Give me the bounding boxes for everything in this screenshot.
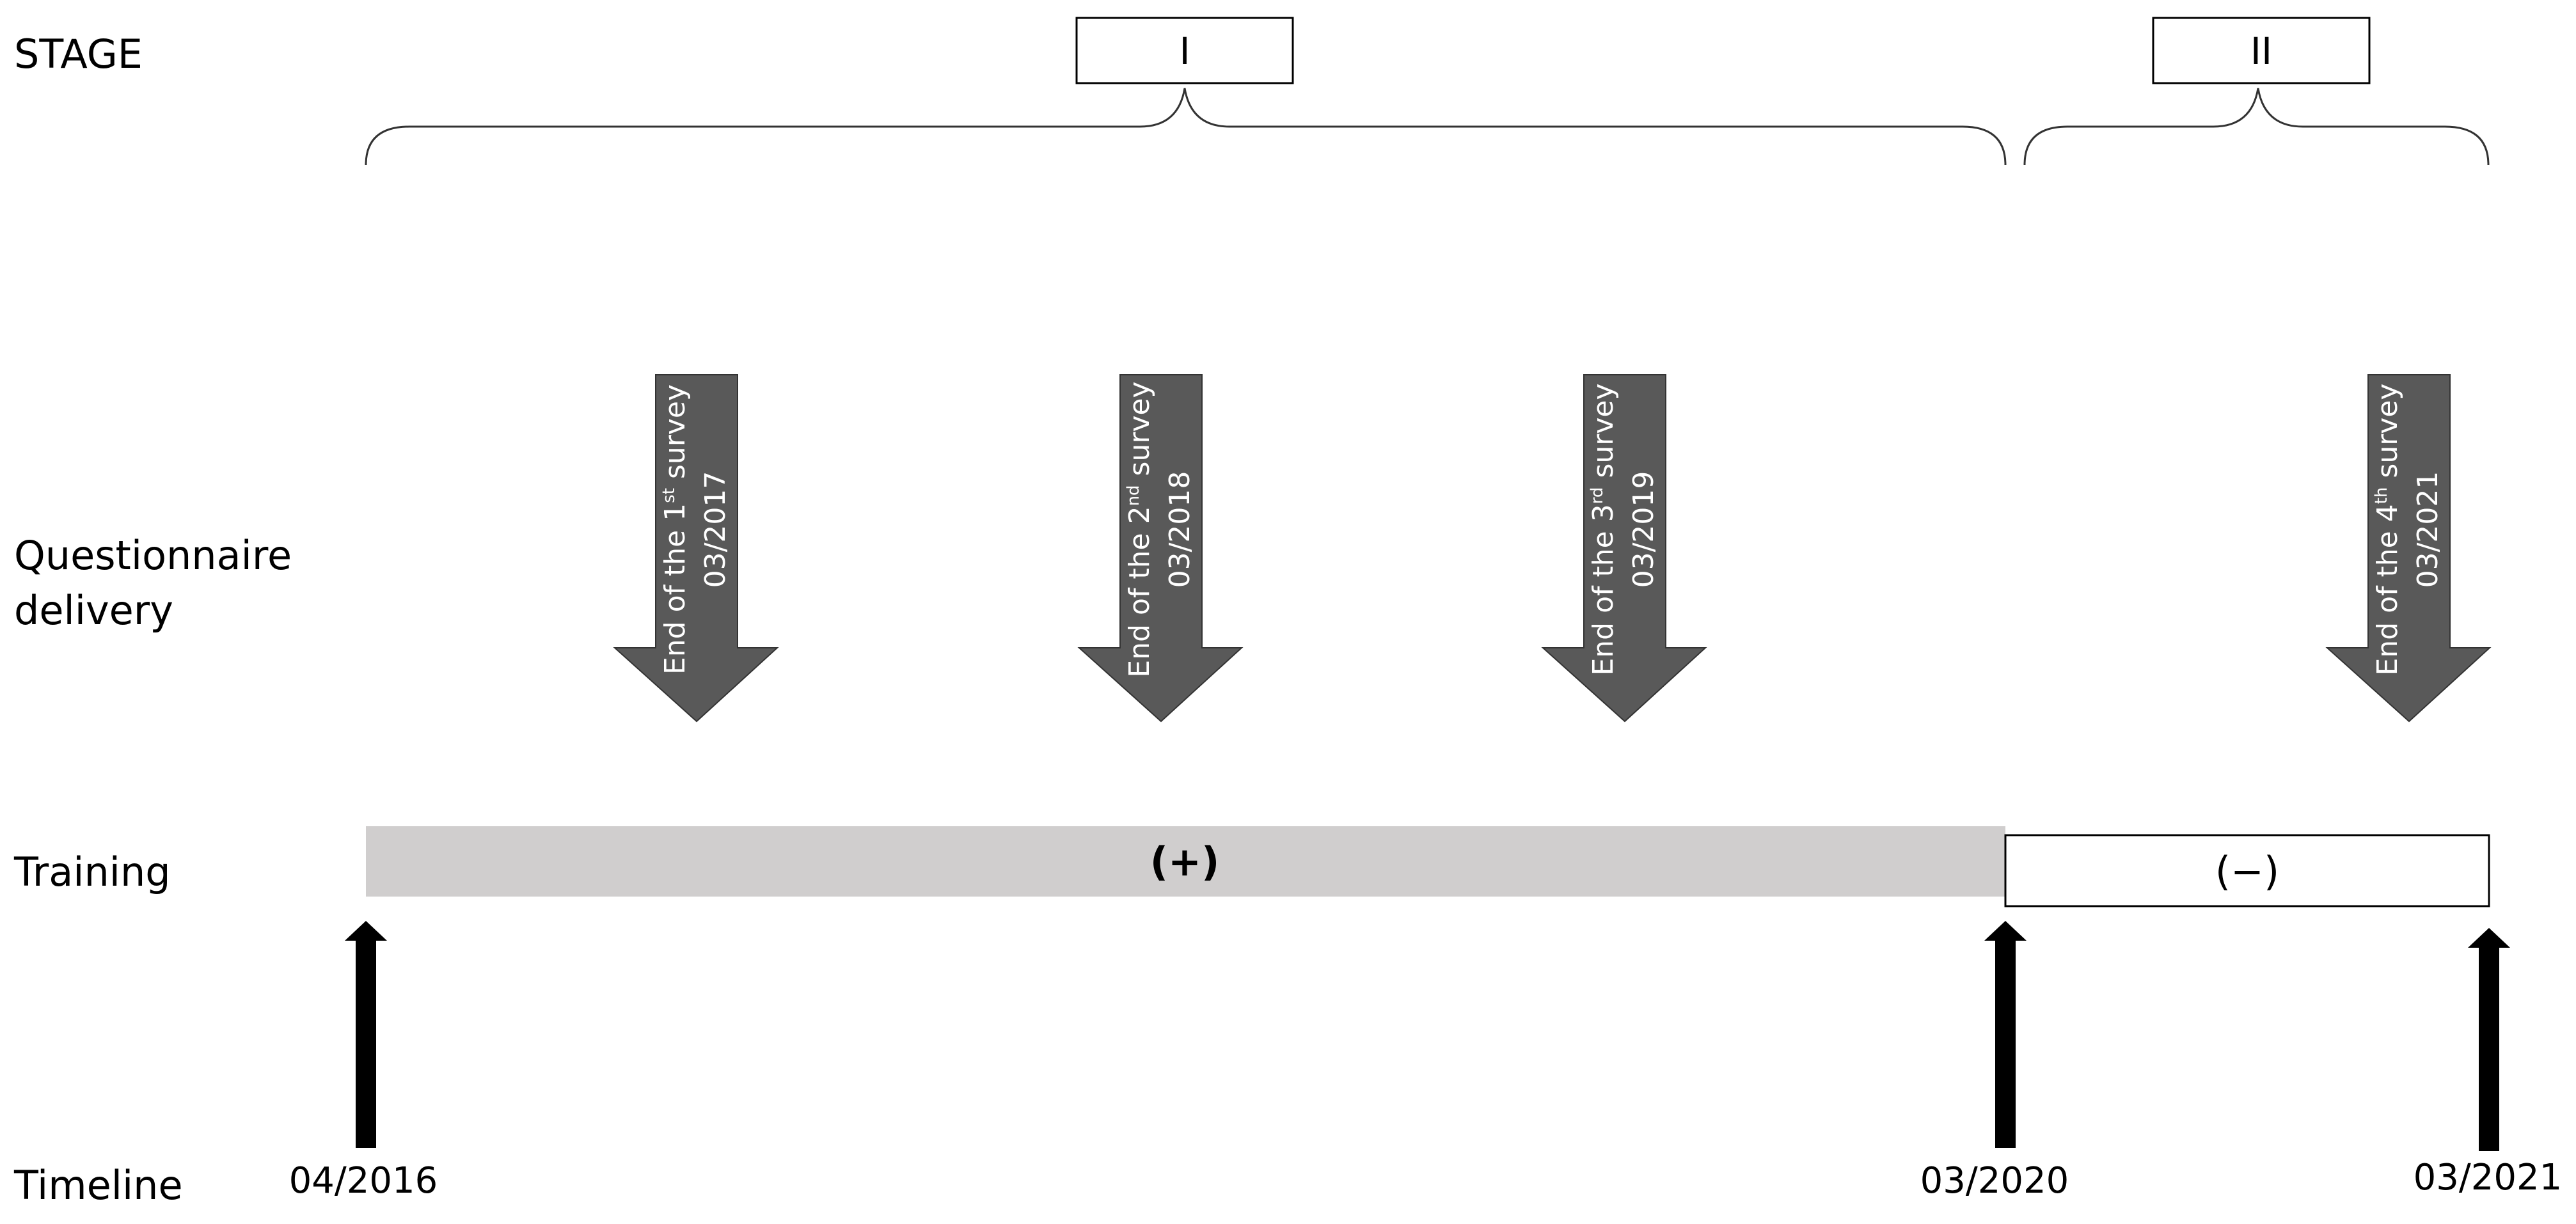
timeline-date-start: 04/2016 [289,1160,438,1202]
questionnaire-row-label-line1: Questionnaire [14,532,292,579]
survey-arrow-3 [1541,374,1707,723]
survey-1-title-prefix: End of the 1 [659,503,691,675]
training-row-label: Training [13,849,171,895]
survey-4-date: 03/2021 [2412,471,2444,588]
survey-1-title: End of the 1st survey [659,384,691,675]
stage-label-1: I [1179,29,1190,73]
survey-2-title-prefix: End of the 2 [1123,506,1156,677]
survey-3-ordinal: rd [1588,487,1607,505]
questionnaire-row-label-line2: delivery [14,587,173,634]
survey-1-date: 03/2017 [699,471,732,588]
stage-label-2: II [2250,29,2272,73]
training-with-label: (+) [1150,838,1220,885]
training-bar-with [366,826,2005,897]
survey-3-title-prefix: End of the 3 [1587,504,1620,675]
survey-2-title: End of the 2nd survey [1123,381,1156,677]
timeline-arrow-2 [1984,921,2027,1148]
survey-4-title: End of the 4th survey [2371,384,2404,676]
survey-3-title: End of the 3rd survey [1587,384,1620,676]
survey-3-date: 03/2019 [1627,471,1660,588]
survey-1-title-suffix: survey [659,384,691,488]
survey-4-title-suffix: survey [2371,384,2404,487]
stage-2-brace [2023,88,2490,166]
timeline-arrow-3 [2468,928,2510,1151]
timeline-arrow-1 [345,921,387,1148]
survey-2-ordinal: nd [1124,485,1143,506]
stage-row-label: STAGE [14,31,143,77]
survey-1-ordinal: st [660,488,679,503]
survey-arrow-4 [2325,374,2492,723]
training-bar-without [2004,834,2490,907]
survey-2-title-suffix: survey [1123,381,1156,485]
training-without-label: (−) [2215,848,2279,895]
survey-arrow-1 [613,374,779,723]
timeline-row-label: Timeline [13,1162,183,1209]
timeline-date-end: 03/2021 [2414,1157,2563,1198]
timeline-date-training-end: 03/2020 [1920,1160,2069,1202]
survey-2-date: 03/2018 [1164,471,1196,588]
stage-box-2 [2152,17,2371,84]
survey-arrow-2 [1077,374,1244,723]
survey-4-title-prefix: End of the 4 [2371,504,2404,675]
stage-1-brace [365,88,2007,166]
stage-box-1 [1075,17,1294,84]
survey-4-ordinal: th [2372,487,2391,505]
survey-3-title-suffix: survey [1587,384,1620,487]
